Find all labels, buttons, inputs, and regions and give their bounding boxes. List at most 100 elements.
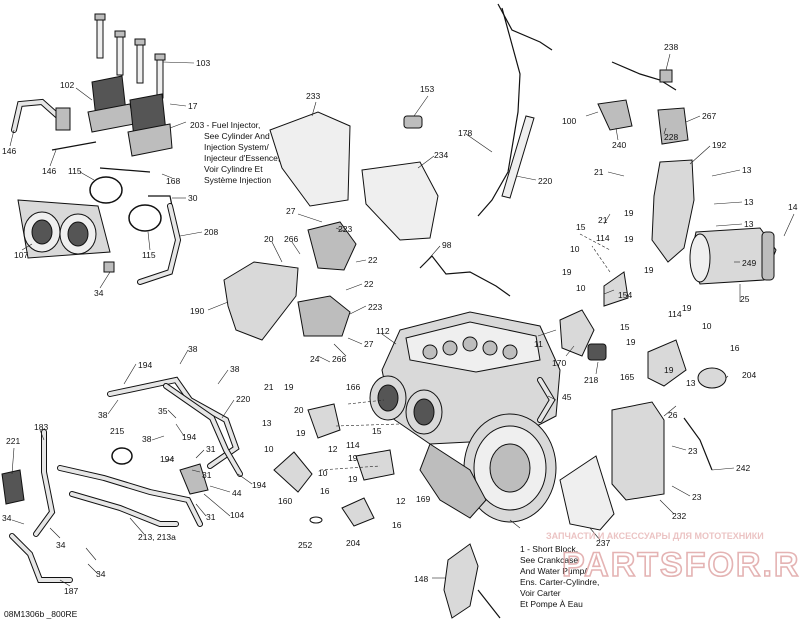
callout-228: 228 <box>664 132 678 142</box>
callout-223: 223 <box>368 302 382 312</box>
leader-lines <box>9 53 795 587</box>
bolt-set-103 <box>94 13 166 99</box>
callout-10: 10 <box>570 244 580 254</box>
callout-23: 23 <box>692 492 702 502</box>
callout-15: 15 <box>620 322 630 332</box>
callout-223: 223 <box>338 224 352 234</box>
callout-183: 183 <box>34 422 48 432</box>
callout-19: 19 <box>644 265 654 275</box>
callout-165: 165 <box>620 372 634 382</box>
bracket-223a <box>307 221 357 271</box>
callout-208: 208 <box>204 227 218 237</box>
note-short-block: 1 - Short Block, See Crankcase And Water… <box>520 544 599 609</box>
clip-221 <box>1 469 25 505</box>
svg-text:See Cylinder And: See Cylinder And <box>204 131 270 141</box>
callout-15: 15 <box>576 222 586 232</box>
callout-266: 266 <box>332 354 346 364</box>
clamp-30 <box>148 195 173 207</box>
spark-plug-wire-146 <box>11 98 151 173</box>
callout-115: 115 <box>142 250 156 260</box>
callout-13: 13 <box>262 418 272 428</box>
engine-short-block <box>369 311 561 523</box>
callout-19: 19 <box>284 382 294 392</box>
callout-31: 31 <box>206 512 216 522</box>
svg-text:Ens. Carter-Cylindre,: Ens. Carter-Cylindre, <box>520 577 599 587</box>
callout-27: 27 <box>364 339 374 349</box>
o-ring-115b <box>128 204 162 232</box>
callout-30: 30 <box>188 193 198 203</box>
callout-238: 238 <box>664 42 678 52</box>
callout-34: 34 <box>96 569 106 579</box>
callout-169: 169 <box>416 494 430 504</box>
sensor-wire-98 <box>419 255 511 297</box>
callout-34: 34 <box>94 288 104 298</box>
callout-252: 252 <box>298 540 312 550</box>
bracket-169 <box>355 449 395 481</box>
cable-238 <box>611 61 677 91</box>
cover-234 <box>361 161 439 241</box>
callout-220: 220 <box>538 176 552 186</box>
callout-16: 16 <box>392 520 402 530</box>
callout-34: 34 <box>2 513 12 523</box>
callout-13: 13 <box>744 197 754 207</box>
callout-25: 25 <box>740 294 750 304</box>
callout-11: 11 <box>534 339 543 349</box>
bracket-165 <box>647 339 687 387</box>
callout-168: 168 <box>166 176 180 186</box>
clamp-215 <box>111 447 133 465</box>
callout-35: 35 <box>158 406 168 416</box>
callout-24: 24 <box>310 354 320 364</box>
svg-text:And Water Pump/: And Water Pump/ <box>520 566 587 576</box>
o-ring-252 <box>309 516 323 524</box>
callout-160: 160 <box>278 496 292 506</box>
callout-21: 21 <box>598 215 608 225</box>
bracket-223b <box>297 295 351 337</box>
callout-114: 114 <box>668 309 682 319</box>
callout-192: 192 <box>712 140 726 150</box>
callout-19: 19 <box>626 337 636 347</box>
svg-text:Injecteur d'Essence,: Injecteur d'Essence, <box>204 153 280 163</box>
callout-100: 100 <box>562 116 576 126</box>
callout-45: 45 <box>562 392 572 402</box>
bracket-190 <box>223 261 299 341</box>
callout-266: 266 <box>284 234 298 244</box>
callout-178: 178 <box>458 128 472 138</box>
callout-19: 19 <box>624 208 634 218</box>
svg-text:203 - Fuel Injector,: 203 - Fuel Injector, <box>190 120 260 130</box>
callout-21: 21 <box>264 382 274 392</box>
starter-249 <box>689 227 777 285</box>
callout-38: 38 <box>230 364 240 374</box>
callout-194: 194 <box>182 432 196 442</box>
callout-215: 215 <box>110 426 124 436</box>
svg-text:1 - Short Block,: 1 - Short Block, <box>520 544 578 554</box>
callout-112: 112 <box>376 326 390 336</box>
callout-107: 107 <box>14 250 28 260</box>
bracket-237 <box>559 455 615 531</box>
callout-242: 242 <box>736 463 750 473</box>
ignition-coil-102 <box>87 75 173 157</box>
clip-238 <box>659 69 673 83</box>
note-fuel-injector: 203 - Fuel Injector, See Cylinder And In… <box>190 120 280 185</box>
valve-104 <box>179 463 209 495</box>
bracket-192 <box>651 159 695 263</box>
callout-213: 213, 213a <box>138 532 176 542</box>
callout-38: 38 <box>188 344 198 354</box>
callout-170: 170 <box>552 358 566 368</box>
hose-set-lower-left <box>57 376 243 527</box>
callout-13: 13 <box>742 165 752 175</box>
callout-19: 19 <box>562 267 572 277</box>
cover-204a <box>697 367 727 389</box>
pad-160 <box>273 451 313 493</box>
callout-267: 267 <box>702 111 716 121</box>
callout-114: 114 <box>346 440 360 450</box>
callout-249: 249 <box>742 258 756 268</box>
callout-153: 153 <box>420 84 434 94</box>
callout-103: 103 <box>196 58 210 68</box>
callout-13: 13 <box>744 219 754 229</box>
callout-19: 19 <box>348 474 358 484</box>
callout-38: 38 <box>98 410 108 420</box>
callout-27: 27 <box>286 206 296 216</box>
callout-234: 234 <box>434 150 448 160</box>
callout-26: 26 <box>668 410 678 420</box>
